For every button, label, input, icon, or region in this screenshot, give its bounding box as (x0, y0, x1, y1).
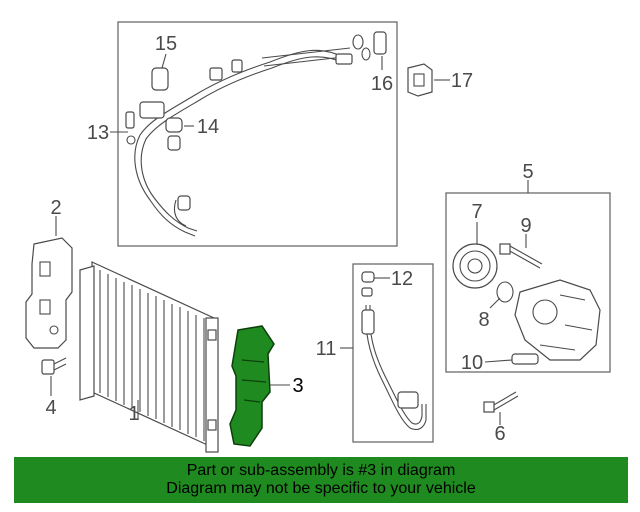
part-3-air-guide-highlighted (229, 325, 275, 447)
banner-line-1: Part or sub-assembly is #3 in diagram (186, 462, 456, 479)
callout-5: 5 (522, 161, 533, 183)
part-3-shape (229, 325, 275, 447)
callout-7: 7 (471, 201, 482, 223)
part-16-shape (373, 31, 387, 55)
part-15-shape (151, 67, 169, 91)
callout-6: 6 (494, 423, 505, 445)
compressor-assembly (452, 243, 601, 365)
callout-1: 1 (128, 403, 139, 425)
callout-16: 16 (371, 73, 393, 95)
callout-12: 12 (391, 268, 413, 290)
callout-4: 4 (45, 397, 56, 419)
part-14-shape (165, 117, 183, 133)
part-6-bolt (483, 391, 519, 413)
callouts: 1 2 3 4 5 6 7 8 9 10 11 12 13 14 15 16 1… (45, 33, 533, 445)
part-12-shape (361, 271, 375, 283)
part-1-condenser (79, 261, 219, 453)
part-17-bracket (407, 63, 433, 97)
hose-assembly (125, 31, 387, 237)
leader-lines (50, 53, 529, 425)
part-4-bolt (41, 357, 67, 375)
callout-13: 13 (87, 122, 109, 144)
callout-10: 10 (461, 352, 483, 374)
part-2-bracket (25, 237, 73, 349)
callout-8: 8 (478, 309, 489, 331)
callout-3: 3 (292, 375, 303, 397)
callout-15: 15 (155, 33, 177, 55)
callout-14: 14 (197, 116, 219, 138)
callout-17: 17 (451, 70, 473, 92)
highlight-banner: Part or sub-assembly is #3 in diagram Di… (14, 457, 628, 503)
callout-2: 2 (50, 197, 61, 219)
callout-9: 9 (520, 215, 531, 237)
banner-line-2: Diagram may not be specific to your vehi… (166, 480, 476, 497)
pipe-assembly (361, 271, 427, 431)
callout-11: 11 (316, 338, 337, 360)
